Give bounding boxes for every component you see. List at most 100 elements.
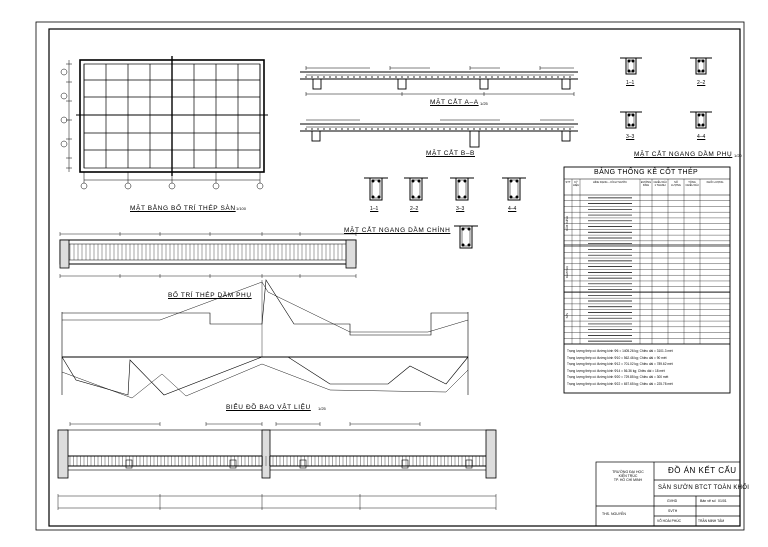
grid-axis-bubble [168, 182, 176, 190]
dist-bar-dot [497, 128, 499, 130]
main-section-3-stirrup [457, 179, 467, 199]
dist-bar-dot [557, 76, 559, 78]
material-scale: 1/25 [318, 406, 326, 411]
dist-bar-dot [365, 76, 367, 78]
dist-bar-dot [305, 76, 307, 78]
dist-bar-dot [515, 128, 517, 130]
title-block-student-2: TRẦN MINH TÂM [698, 519, 725, 523]
main-section-1-bar [377, 179, 381, 183]
secondary-beam-elevation [59, 232, 357, 278]
dist-bar-dot [341, 128, 343, 130]
main-section-2-bar [411, 179, 415, 183]
secondary-section-4 [695, 111, 707, 129]
main-section-2-bar [417, 179, 421, 183]
dist-bar-dot [563, 128, 565, 130]
grid-axis-bubble [60, 92, 68, 100]
secondary-section-4-bar [697, 123, 701, 127]
dist-bar-dot [401, 76, 403, 78]
dist-bar-dot [419, 128, 421, 130]
dist-bar-dot [371, 128, 373, 130]
dist-bar-dot [431, 76, 433, 78]
main-section-3-bar [457, 179, 461, 183]
secondary-section-1-bar [627, 59, 631, 63]
dist-bar-dot [443, 128, 445, 130]
dist-bar-dot [491, 76, 493, 78]
dist-bar-dot [407, 128, 409, 130]
secondary-beam-layout-title: BỐ TRÍ THÉP DẦM PHỤ [168, 292, 252, 299]
dist-bar-dot [323, 128, 325, 130]
dist-bar-dot [413, 128, 415, 130]
secondary-beam-support [229, 459, 237, 469]
dist-bar-dot [479, 128, 481, 130]
dist-bar-dot [563, 76, 565, 78]
secondary-section-2-bar [697, 69, 701, 73]
title-block-teacher-label: GVHD [667, 499, 678, 503]
dist-bar-dot [389, 128, 391, 130]
dist-bar-dot [503, 76, 505, 78]
secondary-section-tag: 2–2 [697, 80, 706, 86]
dist-bar-dot [527, 128, 529, 130]
main-section-4-bar [515, 195, 519, 199]
dist-bar-dot [401, 128, 403, 130]
main-section-tag: 2–2 [410, 206, 419, 212]
grid-axis-bubble [256, 182, 264, 190]
dist-bar-dot [437, 76, 439, 78]
secondary-beam-support [401, 459, 409, 469]
dist-bar-dot [311, 128, 313, 130]
main-section-tag: 4–4 [508, 206, 517, 212]
title-block-teacher: THS. NGUYỄN [602, 512, 626, 516]
main-section-tag: 3–3 [456, 206, 465, 212]
main-section-3-bar [463, 195, 467, 199]
steel-table-summary-line: Trọng lượng thép có đường kính Φ20 = 729… [567, 375, 669, 379]
dist-bar-dot [383, 76, 385, 78]
dist-bar-dot [455, 128, 457, 130]
dist-bar-dot [317, 128, 319, 130]
secondary-section-4-bar [701, 123, 705, 127]
dist-bar-dot [347, 128, 349, 130]
main-section-extra-bar [461, 243, 465, 247]
grid-axis-bubble [60, 116, 68, 124]
main-section-extra-stirrup [461, 227, 471, 247]
dist-bar-dot [341, 76, 343, 78]
main-section-extra-bar [461, 227, 465, 231]
dist-bar-dot [533, 76, 535, 78]
main-section-tag: 1–1 [370, 206, 379, 212]
secondary-section-4-stirrup [697, 113, 705, 127]
secondary-section-3-bar [627, 113, 631, 117]
dist-bar-dot [371, 76, 373, 78]
steel-table-header-cell: TỔNG CHIỀU DÀI [685, 181, 699, 187]
main-section-2-bar [411, 195, 415, 199]
section-aa-title: MẶT CẮT A–A [430, 99, 479, 106]
dist-bar-dot [419, 76, 421, 78]
dist-bar-dot [503, 128, 505, 130]
dist-bar-dot [425, 128, 427, 130]
dist-bar-dot [353, 128, 355, 130]
dist-bar-dot [479, 76, 481, 78]
dist-bar-dot [329, 76, 331, 78]
main-section-2-bar [417, 195, 421, 199]
dist-bar-dot [551, 128, 553, 130]
main-beam-elevation [57, 422, 497, 510]
dist-bar-dot [317, 76, 319, 78]
dist-bar-dot [467, 76, 469, 78]
dist-bar-dot [551, 76, 553, 78]
dist-bar-dot [473, 76, 475, 78]
dist-bar-dot [491, 128, 493, 130]
dist-bar-dot [449, 76, 451, 78]
secondary-section-2-bar [701, 59, 705, 63]
dist-bar-dot [539, 128, 541, 130]
steel-table-header-cell: HÌNH DẠNG – KÍCH THƯỚC [592, 181, 628, 184]
steel-table-summary-line: Trọng lượng thép có đường kính Φ12 = 701… [567, 362, 673, 366]
secondary-section-3-bar [631, 113, 635, 117]
section-aa-scale: 1/25 [480, 101, 488, 106]
dist-bar-dot [407, 76, 409, 78]
main-section-1-bar [371, 179, 375, 183]
main-section-3-bar [463, 179, 467, 183]
dist-bar-dot [437, 128, 439, 130]
dist-bar-dot [449, 128, 451, 130]
section-bb-title: MẶT CẮT B–B [426, 150, 475, 157]
dist-bar-dot [485, 76, 487, 78]
dist-bar-dot [461, 76, 463, 78]
main-beam-sections-title: MẶT CẮT NGANG DẦM CHÍNH [344, 227, 451, 234]
